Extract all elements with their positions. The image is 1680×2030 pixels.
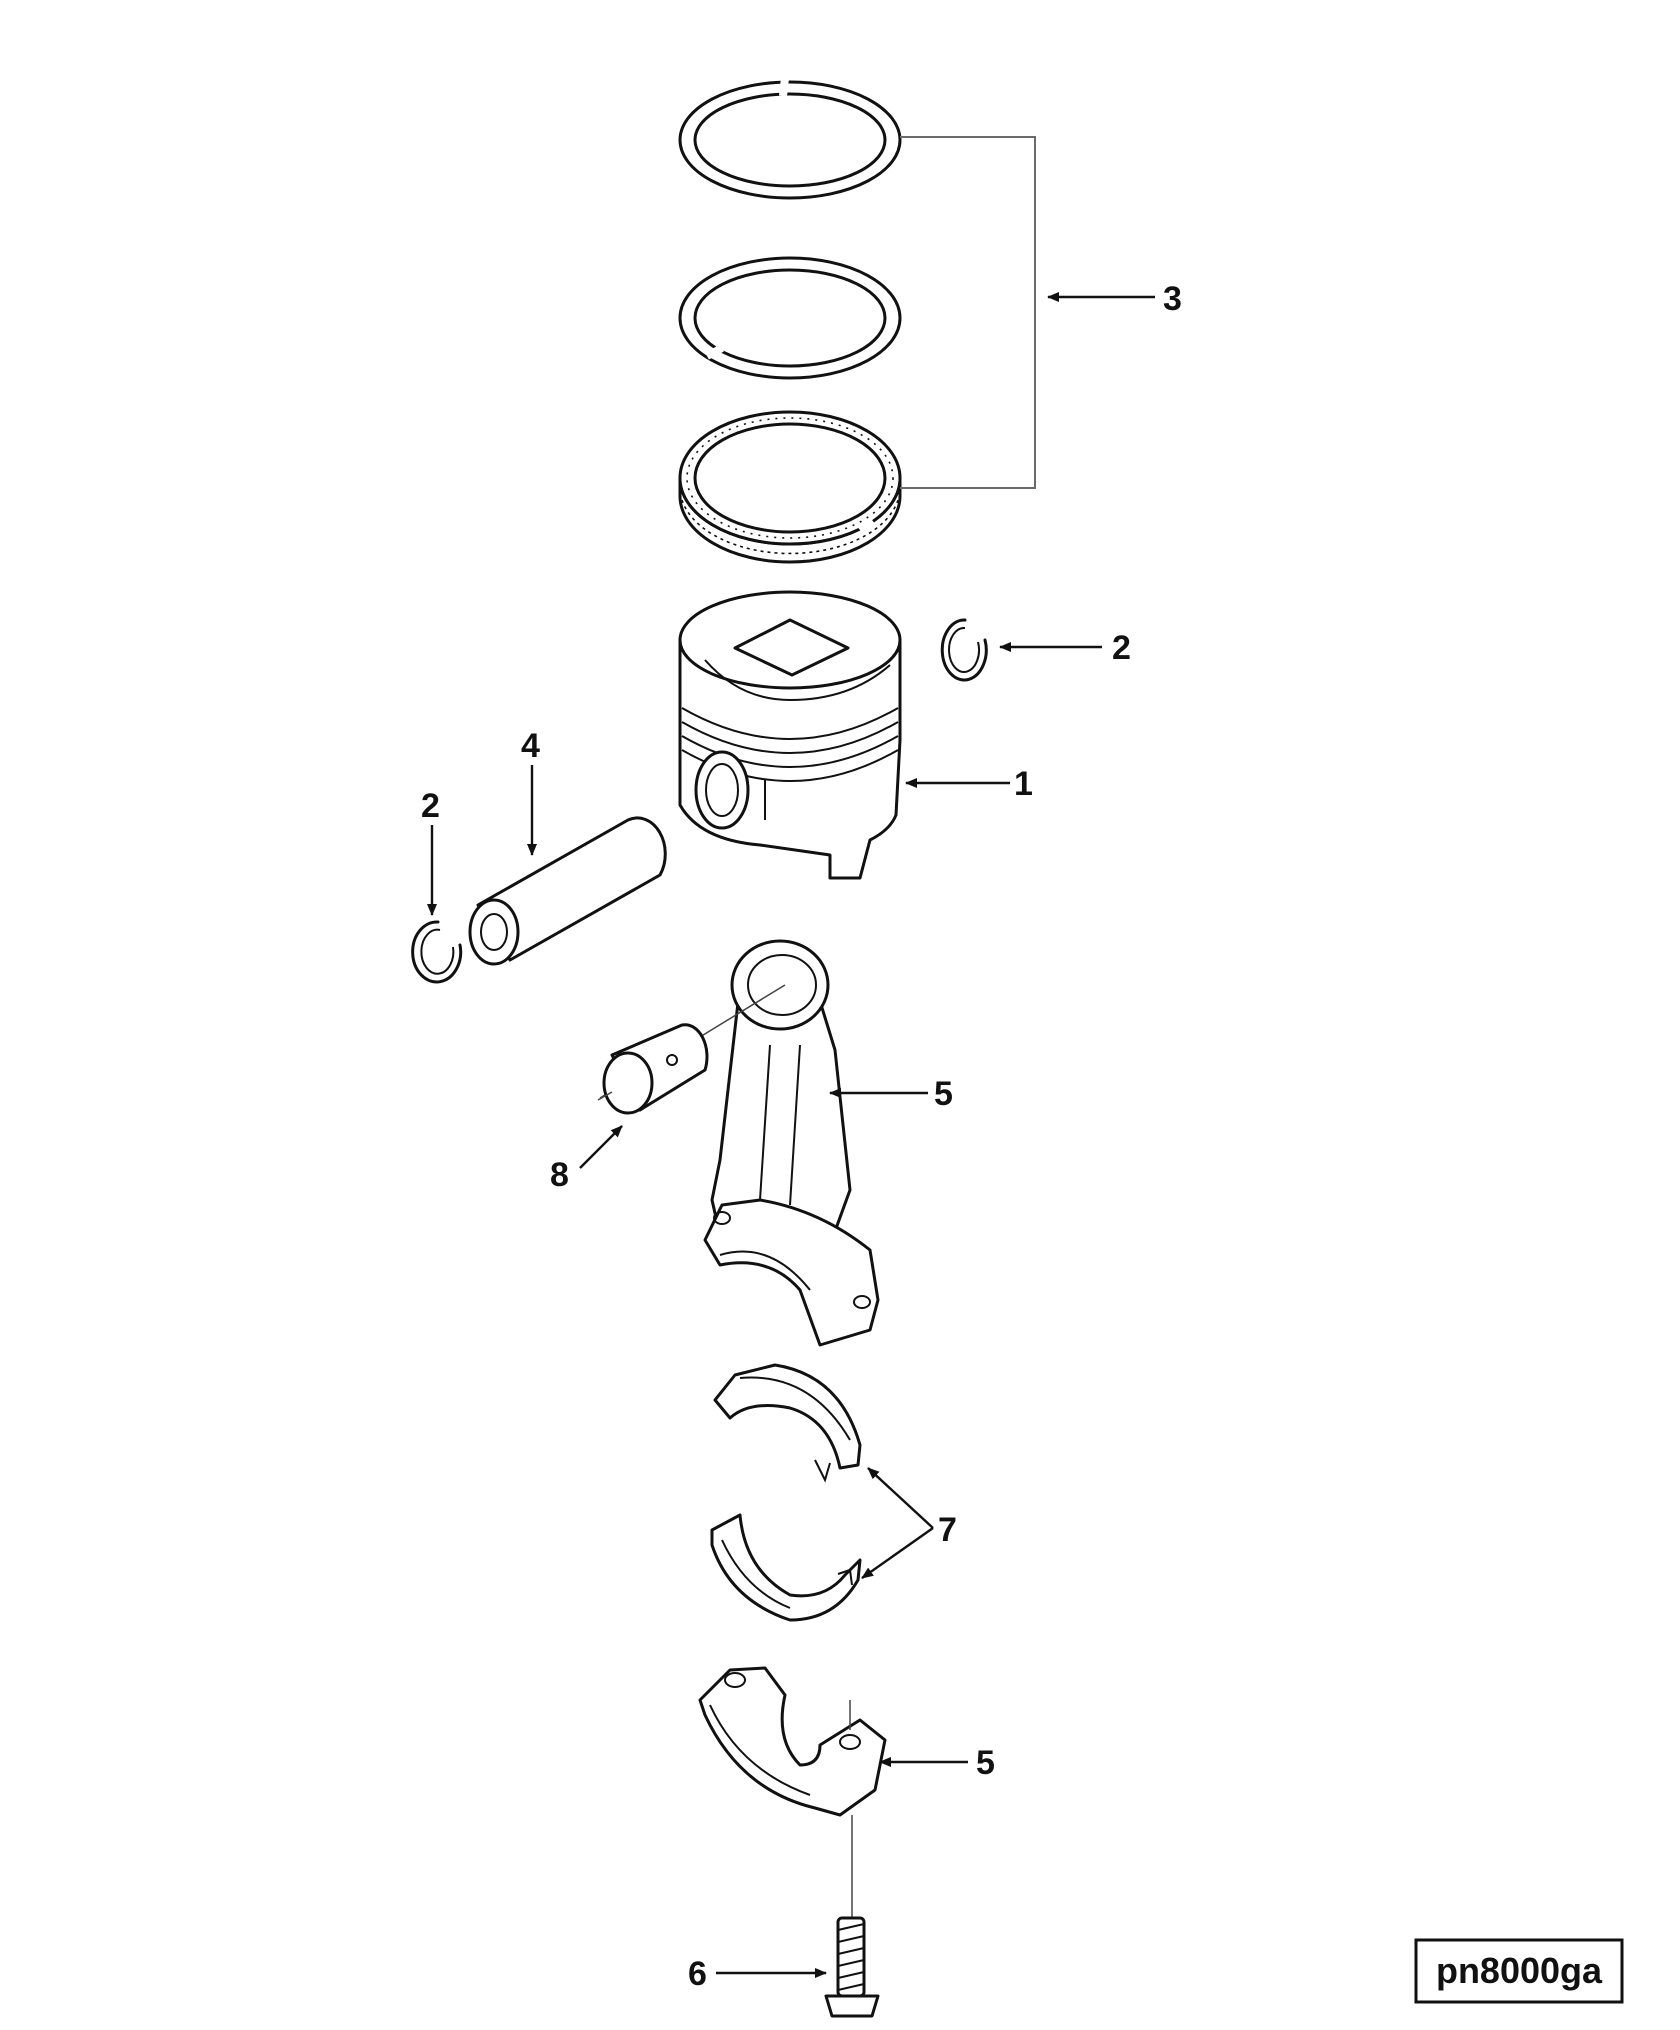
piston-ring-middle — [678, 256, 902, 380]
connecting-rod — [599, 939, 880, 1347]
leader-bearing-upper — [867, 1467, 934, 1529]
rod-bearing-lower — [710, 1513, 862, 1622]
piston-ring-top — [678, 77, 902, 200]
callout-rings: 3 — [1163, 280, 1182, 318]
callout-bearings: 7 — [938, 1511, 957, 1549]
retainer-ring-right — [940, 618, 988, 682]
callout-pin: 4 — [521, 727, 540, 765]
rod-capscrew — [824, 1916, 880, 2018]
leader-bearing-lower — [861, 1527, 934, 1579]
callout-cap: 5 — [976, 1744, 995, 1782]
callout-retainer-right: 2 — [1112, 629, 1131, 667]
piston — [678, 590, 902, 880]
piston-ring-oil-control — [678, 410, 902, 564]
retainer-ring-left — [411, 920, 463, 984]
callout-piston: 1 — [1014, 765, 1033, 803]
rod-bearing-upper — [713, 1363, 862, 1483]
figure-id-box: pn8000ga — [1414, 1938, 1624, 2004]
rings-group-bracket — [900, 136, 1036, 489]
callout-retainer-left: 2 — [421, 787, 440, 825]
connecting-rod-cap — [698, 1666, 887, 1920]
piston-pin — [468, 816, 667, 966]
rod-bushing — [597, 1023, 709, 1115]
callout-rod: 5 — [934, 1075, 953, 1113]
callout-bushing: 8 — [550, 1156, 569, 1194]
leader-bushing — [579, 1125, 623, 1169]
figure-id: pn8000ga — [1436, 1950, 1603, 1991]
callout-capscrew: 6 — [688, 1955, 707, 1993]
